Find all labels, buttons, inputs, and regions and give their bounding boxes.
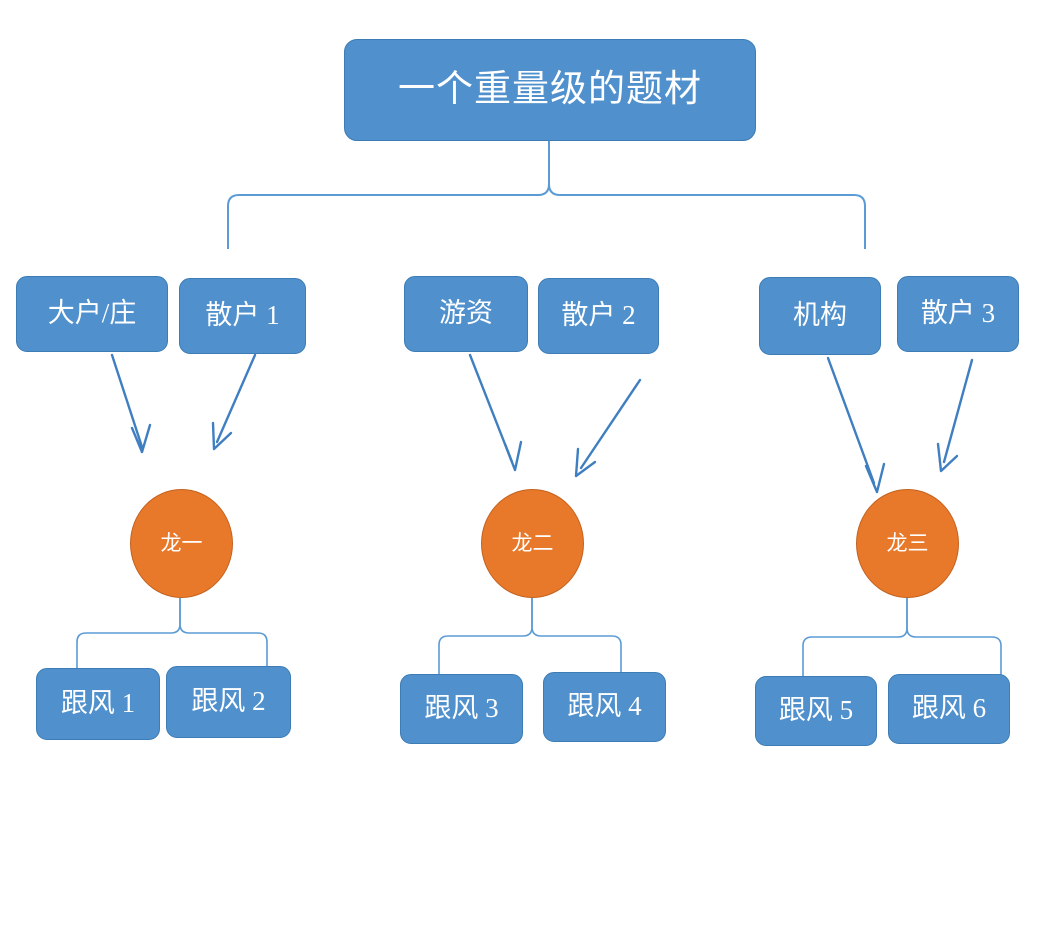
connector-group-1-bracket (76, 598, 268, 670)
follower-node-genfeng-1[interactable]: 跟风 1 (36, 668, 160, 740)
leader-node-long-san[interactable]: 龙三 (856, 489, 959, 598)
leader-node-long-yi[interactable]: 龙一 (130, 489, 233, 598)
root-node[interactable]: 一个重量级的题材 (344, 39, 756, 141)
actor-node-dahu-zhuang[interactable]: 大户/庄 (16, 276, 168, 352)
connector-group-2-arrows (468, 353, 642, 478)
connector-group-1-arrows (110, 353, 257, 454)
follower-node-genfeng-5[interactable]: 跟风 5 (755, 676, 877, 746)
follower-node-genfeng-6[interactable]: 跟风 6 (888, 674, 1010, 744)
actor-node-sanhu-2[interactable]: 散户 2 (538, 278, 659, 354)
follower-node-genfeng-4[interactable]: 跟风 4 (543, 672, 666, 742)
follower-node-genfeng-3[interactable]: 跟风 3 (400, 674, 523, 744)
connector-group-3-bracket (802, 598, 1002, 678)
actor-node-sanhu-3[interactable]: 散户 3 (897, 276, 1019, 352)
leader-node-long-er[interactable]: 龙二 (481, 489, 584, 598)
actor-node-youzi[interactable]: 游资 (404, 276, 528, 352)
connector-group-2-bracket (438, 598, 622, 676)
actor-node-sanhu-1[interactable]: 散户 1 (179, 278, 306, 354)
connector-root-bracket (227, 141, 866, 249)
connector-group-3-arrows (826, 356, 974, 494)
actor-node-jigou[interactable]: 机构 (759, 277, 881, 355)
follower-node-genfeng-2[interactable]: 跟风 2 (166, 666, 291, 738)
